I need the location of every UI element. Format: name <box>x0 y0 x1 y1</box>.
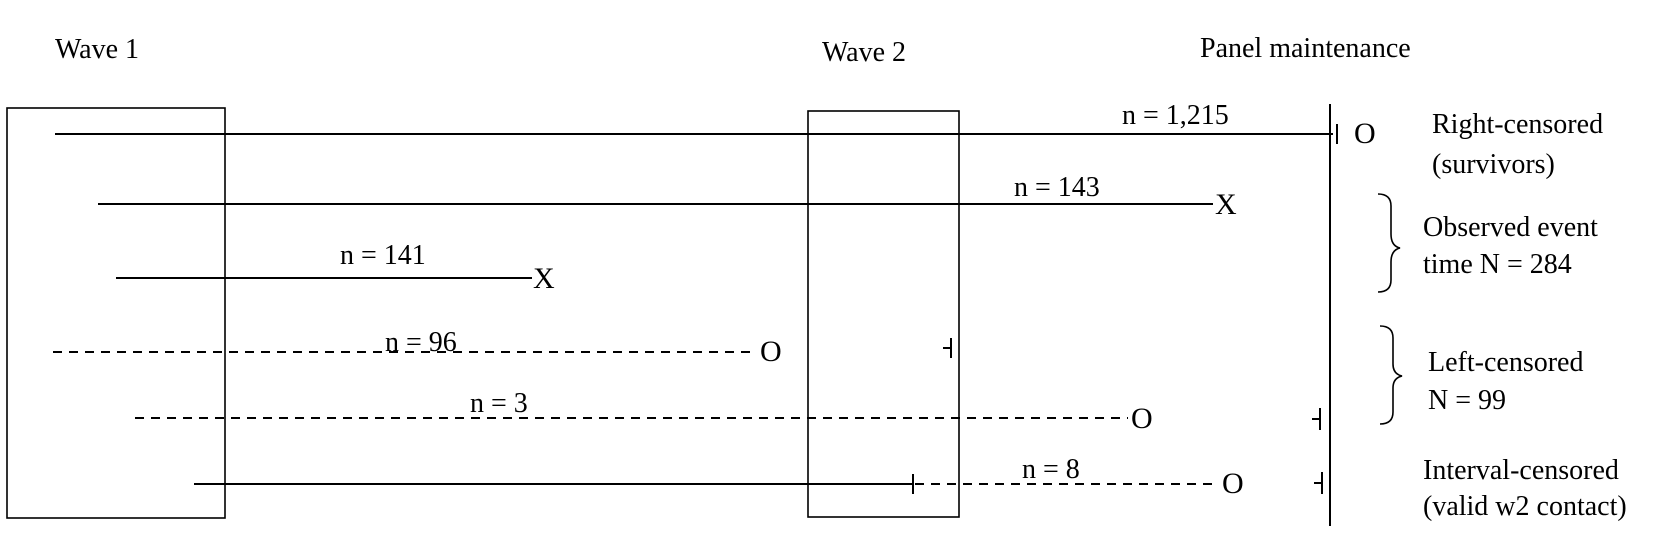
observed-event-label: Observed event <box>1423 212 1598 243</box>
cohort-label-96: n = 96 <box>385 327 457 358</box>
interval-censored-label: Interval-censored <box>1423 455 1619 486</box>
left-censored-sublabel: N = 99 <box>1428 385 1506 416</box>
cohort-label-8: n = 8 <box>1022 454 1080 485</box>
cohort-label-3: n = 3 <box>470 388 528 419</box>
wave1-header: Wave 1 <box>55 34 139 65</box>
observed-event-brace <box>1377 193 1401 293</box>
right-censored-sublabel: (survivors) <box>1432 149 1555 180</box>
left-censored-brace <box>1379 325 1403 425</box>
wave2-box <box>807 110 960 518</box>
observed-event-sublabel: time N = 284 <box>1423 249 1572 280</box>
interval-censored-sublabel: (valid w2 contact) <box>1423 491 1627 522</box>
wave1-box <box>6 107 226 519</box>
cohort-label-1215: n = 1,215 <box>1122 100 1229 131</box>
right-censored-label: Right-censored <box>1432 109 1603 140</box>
end-marker-143: X <box>1215 188 1237 221</box>
cohort-label-141: n = 141 <box>340 240 426 271</box>
end-marker-141: X <box>533 262 555 295</box>
left-censored-label: Left-censored <box>1428 347 1583 378</box>
end-marker-96: O <box>760 335 782 368</box>
cohort-label-143: n = 143 <box>1014 172 1100 203</box>
end-marker-3: O <box>1131 402 1153 435</box>
end-marker-1215: O <box>1354 117 1376 150</box>
wave2-header: Wave 2 <box>822 37 906 68</box>
end-marker-8: O <box>1222 467 1244 500</box>
panel-maintenance-header: Panel maintenance <box>1200 33 1411 64</box>
